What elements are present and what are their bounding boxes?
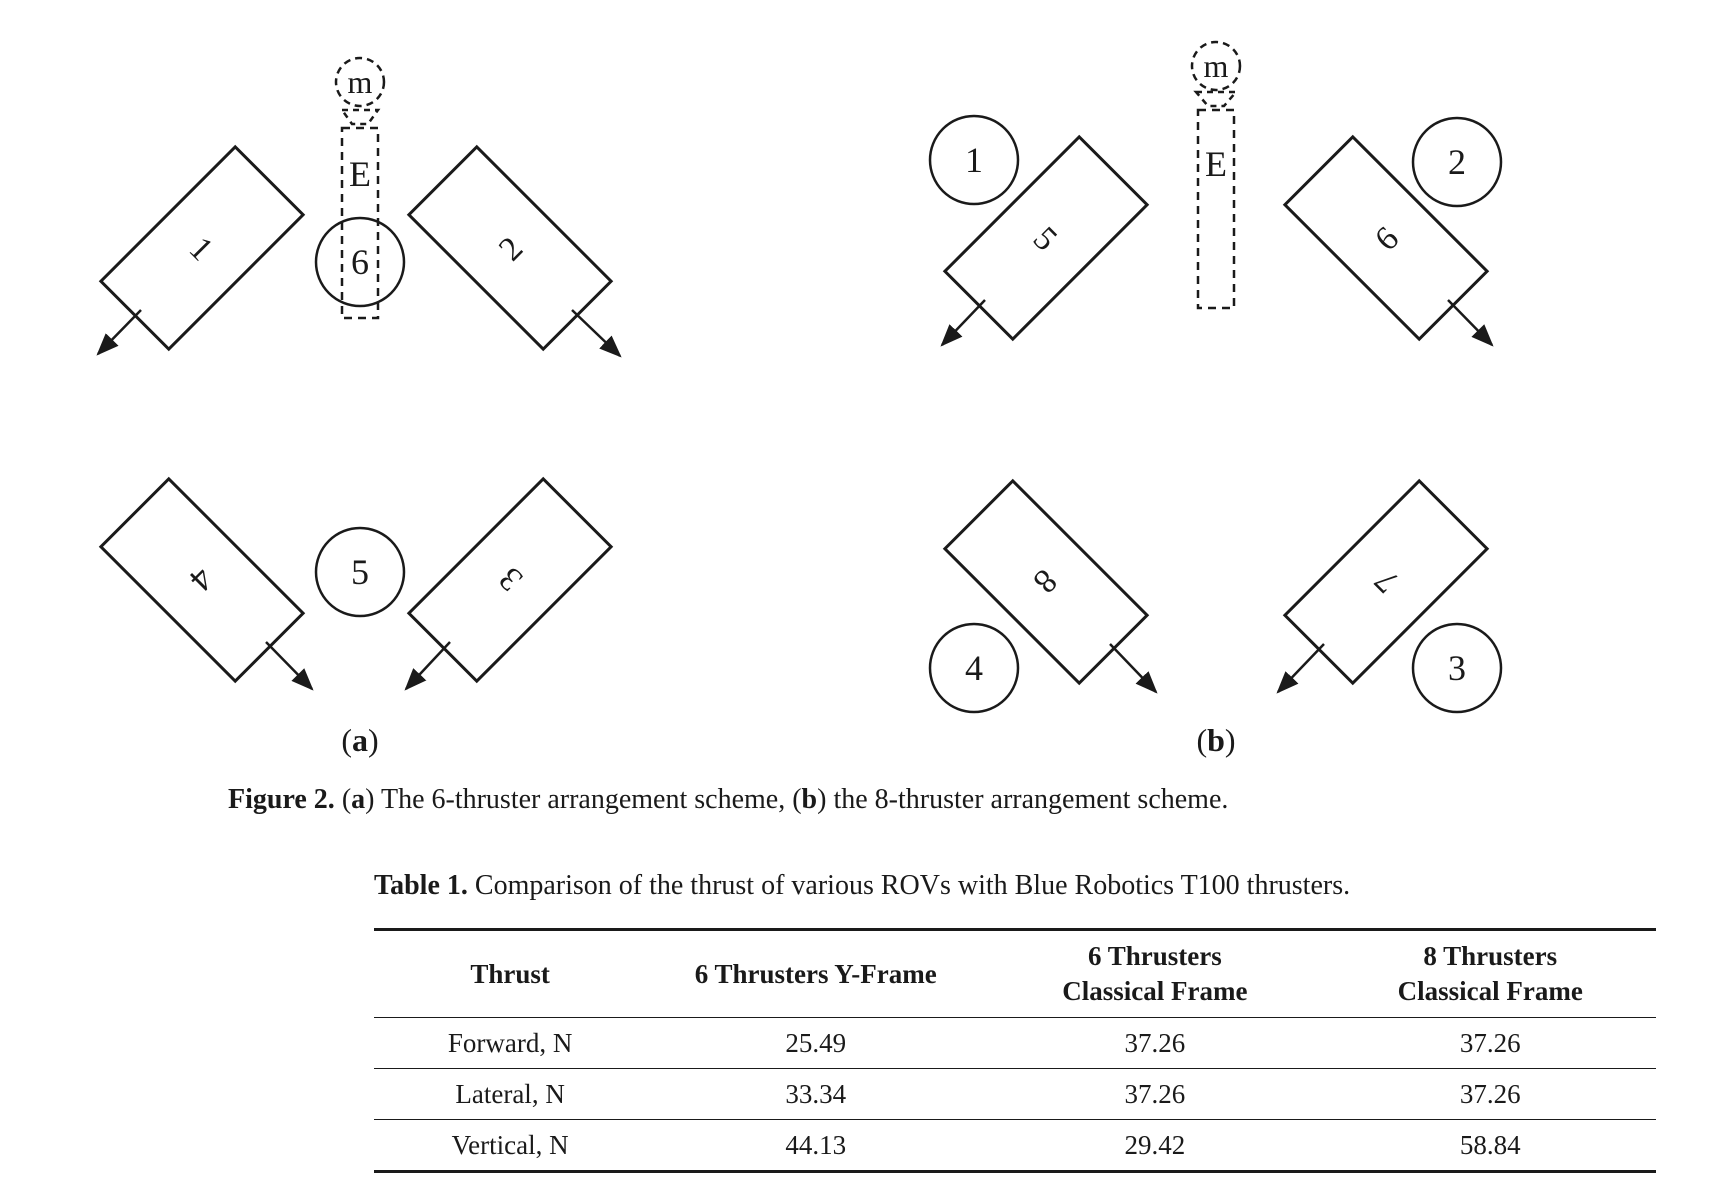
panel-b-diagram: E m 1 2 3 4 5 6 [928, 40, 1503, 758]
thrust-comparison-table: Thrust 6 Thrusters Y-Frame 6 Thrusters C… [374, 928, 1656, 1173]
row-lateral-6-y: 33.34 [785, 1078, 847, 1109]
panel-a-circle-6-label: 6 [351, 242, 369, 282]
panel-a-circle-5-label: 5 [351, 552, 369, 592]
row-forward-label: Forward, N [447, 1027, 573, 1058]
figure-caption-b: b [801, 784, 818, 815]
panel-b-electronics-box: E [1193, 90, 1239, 310]
panel-b-thruster-8: 8 [942, 478, 1150, 686]
panel-a-circle-5: 5 [314, 526, 406, 618]
header-thrust: Thrust [374, 930, 646, 1018]
panel-b-electronics-label: E [1205, 144, 1227, 184]
panel-b-circle-1-label: 1 [965, 140, 983, 180]
panel-a-thrust-arrow-2 [571, 309, 622, 358]
figure-caption-label: Figure 2. [228, 784, 335, 815]
table-row: Lateral, N 33.34 37.26 37.26 [374, 1069, 1656, 1120]
panel-b-thrust-arrow-6 [1447, 299, 1494, 347]
table-header-row: Thrust 6 Thrusters Y-Frame 6 Thrusters C… [374, 929, 1656, 1018]
panel-a-mass-label: m [348, 64, 373, 100]
panel-b-thrust-arrow-5 [940, 299, 986, 347]
header-6-classical: 6 Thrusters Classical Frame [985, 930, 1324, 1018]
panel-b-circle-3-label: 3 [1448, 648, 1466, 688]
header-8-classical: 8 Thrusters Classical Frame [1324, 930, 1656, 1018]
table-caption-label: Table 1. [374, 870, 468, 901]
row-vertical-6-y: 44.13 [785, 1129, 847, 1160]
panel-a-mass: m [334, 56, 386, 108]
row-forward-8-classical: 37.26 [1459, 1027, 1521, 1058]
header-6-y-frame-line-1: 6 Thrusters Y-Frame [694, 958, 937, 989]
panel-b-circle-2: 2 [1411, 116, 1503, 208]
panel-a-electronics-label: E [349, 154, 371, 194]
panel-a-thrust-arrow-4 [265, 641, 314, 691]
panel-a-electronics-box: E [339, 108, 381, 320]
row-vertical-6-classical: 29.42 [1124, 1129, 1186, 1160]
row-forward-6-classical: 37.26 [1124, 1027, 1186, 1058]
thruster-arrangement-figure: E m 6 5 1 2 4 [96, 40, 1503, 758]
row-vertical-label: Vertical, N [451, 1129, 569, 1160]
panel-a-thruster-4: 4 [98, 476, 306, 684]
figure-caption-a: a [351, 784, 366, 815]
panel-b-label: (b) [1196, 722, 1235, 758]
panel-b-thrust-arrow-8 [1109, 643, 1158, 694]
panel-a-thrust-arrow-1 [96, 309, 142, 356]
panel-b-thrust-arrow-7 [1276, 643, 1325, 694]
panel-b-circle-4-label: 4 [965, 648, 983, 688]
panel-b-circle-2-label: 2 [1448, 142, 1466, 182]
header-6-y-frame: 6 Thrusters Y-Frame [646, 930, 985, 1018]
panel-a-thrust-arrow-3 [404, 641, 451, 691]
panel-b-mass: m [1190, 40, 1242, 92]
panel-a-thruster-3: 3 [406, 476, 614, 684]
panel-a-thruster-2: 2 [406, 144, 614, 352]
panel-a-diagram: E m 6 5 1 2 4 [96, 56, 622, 758]
panel-a-label: (a) [341, 722, 378, 758]
row-lateral-6-classical: 37.26 [1124, 1078, 1186, 1109]
panel-b-circle-4: 4 [928, 622, 1020, 714]
table-row: Vertical, N 44.13 29.42 58.84 [374, 1120, 1656, 1172]
panel-b-circle-3: 3 [1411, 622, 1503, 714]
panel-b-circle-1: 1 [928, 114, 1020, 206]
panel-a-circle-6: 6 [314, 216, 406, 308]
table-caption: Table 1. Comparison of the thrust of var… [374, 870, 1350, 902]
row-lateral-label: Lateral, N [455, 1078, 565, 1109]
header-6-classical-line-2: Classical Frame [1062, 976, 1248, 1006]
header-6-classical-line-1: 6 Thrusters [1087, 941, 1222, 971]
figure-caption: Figure 2. (a) The 6-thruster arrangement… [228, 784, 1228, 816]
figure-caption-open: ( [341, 784, 352, 815]
table-caption-text: Comparison of the thrust of various ROVs… [474, 870, 1351, 901]
figure-caption-b-text: ) the 8-thruster arrangement scheme. [817, 784, 1229, 815]
header-thrust-line-1: Thrust [470, 958, 550, 989]
header-8-classical-line-1: 8 Thrusters [1423, 941, 1558, 971]
row-lateral-8-classical: 37.26 [1459, 1078, 1521, 1109]
figure-caption-a-text: ) The 6-thruster arrangement scheme, ( [365, 784, 802, 815]
header-8-classical-line-2: Classical Frame [1397, 976, 1583, 1006]
row-vertical-8-classical: 58.84 [1459, 1129, 1521, 1160]
panel-b-mass-label: m [1204, 48, 1229, 84]
row-forward-6-y: 25.49 [785, 1027, 847, 1058]
table-row: Forward, N 25.49 37.26 37.26 [374, 1018, 1656, 1069]
